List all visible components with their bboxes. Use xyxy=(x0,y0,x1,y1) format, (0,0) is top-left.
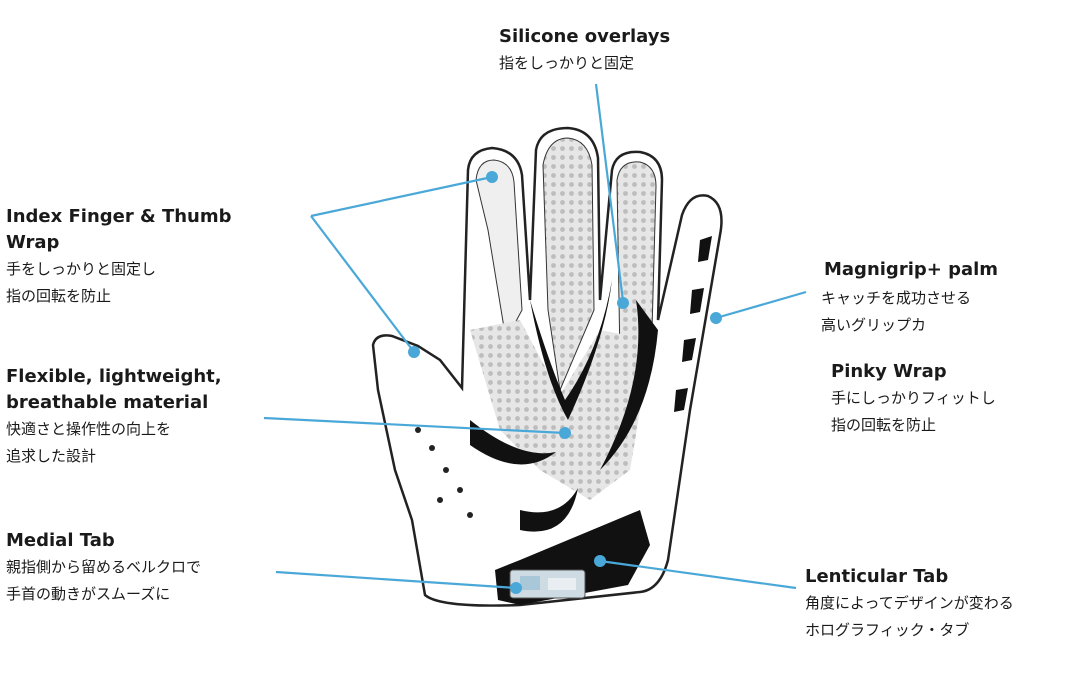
lenticular-desc-2: ホログラフィック・タブ xyxy=(805,621,970,639)
dot-flexible xyxy=(559,427,571,439)
silicone-desc-1: 指をしっかりと固定 xyxy=(499,54,635,72)
callout-pinky-wrap: Pinky Wrap 手にしっかりフィットし 指の回転を防止 xyxy=(831,359,996,439)
dot-lenticular xyxy=(594,555,606,567)
dot-medial xyxy=(510,582,522,594)
dot-index-finger xyxy=(486,171,498,183)
callout-flexible-material: Flexible, lightweight, breathable materi… xyxy=(6,364,222,470)
magnigrip-desc-1: キャッチを成功させる xyxy=(821,289,972,307)
callout-medial-tab: Medial Tab 親指側から留めるベルクロで 手首の動きがスムーズに xyxy=(6,528,201,608)
lenticular-desc-1: 角度によってデザインが変わる xyxy=(805,594,1014,612)
callout-silicone-overlays: Silicone overlays 指をしっかりと固定 xyxy=(499,24,670,77)
leader-lines xyxy=(263,83,807,594)
dot-silicone xyxy=(617,297,629,309)
dot-magnigrip xyxy=(710,312,722,324)
medial-desc-2: 手首の動きがスムーズに xyxy=(6,585,171,603)
medial-desc-1: 親指側から留めるベルクロで xyxy=(6,558,202,576)
ring-finger-panel xyxy=(616,161,657,362)
callout-index-thumb-wrap: Index Finger & Thumb Wrap 手をしっかりと固定し 指の回… xyxy=(6,204,232,310)
flexible-desc-1: 快適さと操作性の向上を xyxy=(6,420,172,438)
index-finger-panel xyxy=(475,159,523,342)
index-desc-1: 手をしっかりと固定し xyxy=(6,260,157,278)
black-swoosh-right xyxy=(600,300,658,470)
medial-title: Medial Tab xyxy=(6,530,115,551)
leader-silicone xyxy=(594,83,625,302)
leader-magnigrip xyxy=(715,290,807,320)
index-title-line-1: Index Finger & Thumb xyxy=(6,206,232,227)
pinky-graphic xyxy=(674,236,712,412)
glove-illustration xyxy=(371,126,723,607)
flexible-title-line-2: breathable material xyxy=(6,392,209,413)
pinky-desc-2: 指の回転を防止 xyxy=(831,416,937,434)
flexible-title-line-1: Flexible, lightweight, xyxy=(6,366,222,387)
index-title-line-2: Wrap xyxy=(6,232,60,253)
pinky-desc-1: 手にしっかりフィットし xyxy=(831,389,996,407)
black-swoosh-left xyxy=(470,420,556,465)
magnigrip-title: Magnigrip+ palm xyxy=(824,259,999,280)
palm-panel xyxy=(470,320,652,500)
lenticular-title: Lenticular Tab xyxy=(805,566,949,587)
callout-magnigrip-palm: Magnigrip+ palm xyxy=(824,257,998,283)
black-swoosh-bottom xyxy=(520,488,578,532)
middle-finger-panel xyxy=(542,137,595,392)
leader-lenticular xyxy=(599,559,797,590)
thumb-perforations xyxy=(415,427,473,518)
leader-medial xyxy=(275,570,517,590)
leader-flexible xyxy=(263,416,566,435)
callout-magnigrip-desc: キャッチを成功させる 高いグリップカ xyxy=(821,285,971,339)
dot-thumb xyxy=(408,346,420,358)
black-swoosh-center xyxy=(530,280,612,420)
pinky-title: Pinky Wrap xyxy=(831,361,947,382)
leader-thumb xyxy=(310,215,415,353)
magnigrip-desc-2: 高いグリップカ xyxy=(821,316,927,334)
silicone-title: Silicone overlays xyxy=(499,26,671,47)
leader-index-finger xyxy=(310,175,493,218)
flexible-desc-2: 追求した設計 xyxy=(6,447,97,465)
index-desc-2: 指の回転を防止 xyxy=(6,287,112,305)
callout-lenticular-tab: Lenticular Tab 角度によってデザインが変わる ホログラフィック・タ… xyxy=(805,564,1014,644)
